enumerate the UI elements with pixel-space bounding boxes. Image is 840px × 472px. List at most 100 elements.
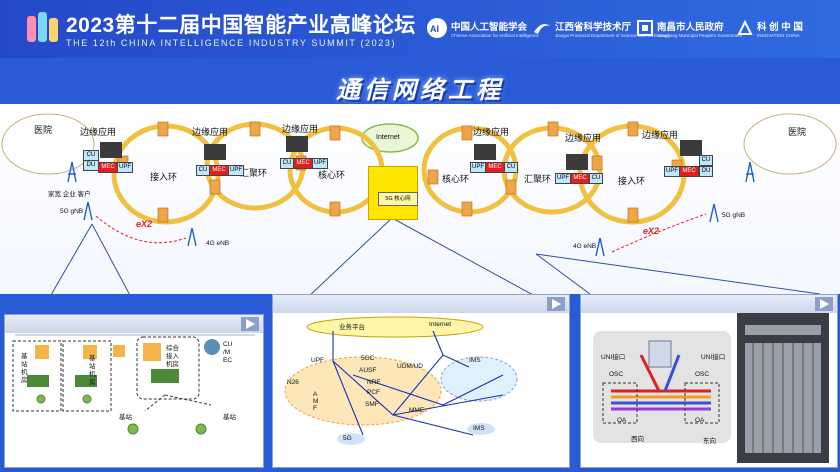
org-nanchang-en: Nanchang Municipal People's Government bbox=[657, 32, 743, 38]
upf-tag-3: UPF bbox=[312, 158, 328, 169]
panel-left: 基 站 机 房 基 站 机 房 综合 接入 机房 CU /M EC 基站 基站 bbox=[4, 314, 264, 468]
upf-tag-6: UPF bbox=[664, 166, 680, 177]
panel-middle-arrow-icon[interactable] bbox=[547, 297, 565, 311]
base-station-2: 基站 bbox=[223, 414, 236, 421]
smf-label: SMF bbox=[365, 401, 379, 408]
hub-room: 综合 接入 机房 bbox=[166, 345, 179, 368]
org-caai-name: 中国人工智能学会 bbox=[451, 21, 528, 33]
mec-tag-5: MEC bbox=[570, 173, 590, 184]
hospital-cloud-left bbox=[1, 113, 95, 175]
mid-internet-label: Internet bbox=[429, 321, 452, 328]
oa-label-right: OA bbox=[695, 417, 705, 424]
panel-right-header bbox=[581, 295, 837, 313]
core-ring-label-left: 核心环 bbox=[318, 170, 346, 180]
cu-tag-4: CU bbox=[504, 162, 518, 173]
ex2-label-left: eX2 bbox=[136, 219, 153, 229]
page-title: 通信网络工程 bbox=[336, 77, 504, 104]
cu-tag-6: CU bbox=[699, 155, 713, 166]
mec-tag-2: MEC bbox=[209, 165, 229, 176]
biz-platform-label: 业务平台 bbox=[339, 324, 365, 331]
osc-label-right: OSC bbox=[695, 371, 710, 378]
panel-right-arrow-icon[interactable] bbox=[815, 297, 833, 311]
amf-label: A M F bbox=[313, 391, 319, 412]
upf-tag-5: UPF bbox=[555, 173, 571, 184]
base-station-1: 基站 bbox=[119, 414, 132, 421]
edge-app-label-1: 边缘应用 bbox=[80, 127, 117, 137]
panel-middle: 业务平台 Internet N26 5GC UPF UDM/UD AUSF NR… bbox=[272, 294, 570, 468]
antenna-towers bbox=[67, 161, 755, 257]
core-network-label: 5G 核心网 bbox=[378, 192, 418, 206]
upf-tag-2: UPF bbox=[228, 165, 244, 176]
oa-label-left: OA bbox=[617, 417, 627, 424]
uni-label-right: UNI接口 bbox=[701, 354, 726, 361]
org-jiangxi-name: 江西省科学技术厅 bbox=[555, 21, 632, 33]
cu-mec-label: CU /M EC bbox=[223, 341, 233, 364]
server-racks bbox=[100, 136, 702, 170]
panel-right-diagram bbox=[593, 313, 829, 463]
mec-tag-3: MEC bbox=[293, 158, 313, 169]
5g-label: 5G bbox=[343, 435, 352, 442]
panel-right: UNI接口 UNI接口 OSC OSC OA OA 西向 东向 bbox=[580, 294, 838, 468]
mec-tag-6: MEC bbox=[679, 166, 699, 177]
upf-label: UPF bbox=[311, 357, 324, 364]
enb-label-left: 4G eNB bbox=[206, 240, 230, 247]
org-caai-en: Chinese Association for Artificial Intel… bbox=[451, 32, 539, 38]
east-label: 东向 bbox=[703, 438, 716, 445]
ims-label: IMS bbox=[469, 357, 481, 364]
edge-app-label-6: 边缘应用 bbox=[642, 130, 679, 140]
org-innovation-name: 科 创 中 国 bbox=[757, 21, 803, 33]
internet-label: Internet bbox=[376, 134, 400, 141]
gnb-label-right: 5G gNB bbox=[722, 212, 746, 219]
ausf-label: AUSF bbox=[359, 367, 377, 374]
home-enterprise-label: 家宽 企业 客户 bbox=[48, 191, 91, 198]
west-label: 西向 bbox=[631, 436, 644, 443]
edge-app-label-5: 边缘应用 bbox=[565, 133, 602, 143]
org-innovation-en: INNOVATION CHINA bbox=[757, 32, 800, 38]
upf-tag-4: UPF bbox=[470, 162, 486, 173]
osc-label-left: OSC bbox=[609, 371, 624, 378]
5gc-label: 5GC bbox=[361, 355, 375, 362]
core-ring-label-right: 核心环 bbox=[442, 174, 470, 184]
gnb-label-left: 5G gNB bbox=[60, 208, 84, 215]
org-jiangxi-en: Jiangxi Provincial Department of Science… bbox=[555, 32, 670, 38]
site-room-2: 基 站 机 房 bbox=[89, 355, 96, 386]
edge-app-label-4: 边缘应用 bbox=[473, 127, 510, 137]
hospital-label-left: 医院 bbox=[34, 125, 53, 135]
hospital-cloud-right bbox=[743, 113, 837, 175]
panel-middle-header bbox=[273, 295, 569, 313]
access-ring-label-right: 接入环 bbox=[618, 176, 646, 186]
hospital-label-right: 医院 bbox=[788, 127, 807, 137]
nanchang-icon bbox=[637, 20, 653, 36]
cu-tag-2: CU bbox=[196, 165, 210, 176]
du-tag-6: DU bbox=[699, 166, 713, 177]
panel-left-diagram bbox=[12, 334, 255, 435]
ex2-links bbox=[95, 213, 707, 253]
ims-bottom-label: IMS bbox=[473, 425, 485, 432]
du-tag-1: DU bbox=[83, 160, 99, 171]
udm-label: UDM/UD bbox=[397, 363, 423, 370]
edge-app-label-2: 边缘应用 bbox=[192, 127, 229, 137]
agg-ring-label-right: 汇聚环 bbox=[524, 174, 552, 184]
access-ring-label-left: 接入环 bbox=[150, 172, 178, 182]
site-room-1: 基 站 机 房 bbox=[21, 353, 28, 384]
callout-lines bbox=[50, 217, 821, 294]
cu-tag-3: CU bbox=[280, 158, 294, 169]
panel-left-arrow-icon[interactable] bbox=[241, 317, 259, 331]
nrf-label: NRF bbox=[367, 379, 381, 386]
uni-label-left: UNI接口 bbox=[601, 354, 626, 361]
caai-icon: AI bbox=[427, 18, 447, 38]
panel-left-header bbox=[5, 315, 263, 333]
mec-tag-4: MEC bbox=[485, 162, 505, 173]
innovation-china-icon bbox=[737, 19, 753, 35]
network-diagram-band bbox=[0, 104, 840, 294]
cis-logo bbox=[27, 12, 58, 42]
n26-label: N26 bbox=[287, 379, 299, 386]
summit-title: 2023第十二届中国智能产业高峰论坛 bbox=[66, 14, 416, 37]
upf-tag-1: UPF bbox=[117, 162, 133, 173]
pcf-label: PCF bbox=[367, 389, 380, 396]
ex2-label-right: eX2 bbox=[643, 226, 660, 236]
